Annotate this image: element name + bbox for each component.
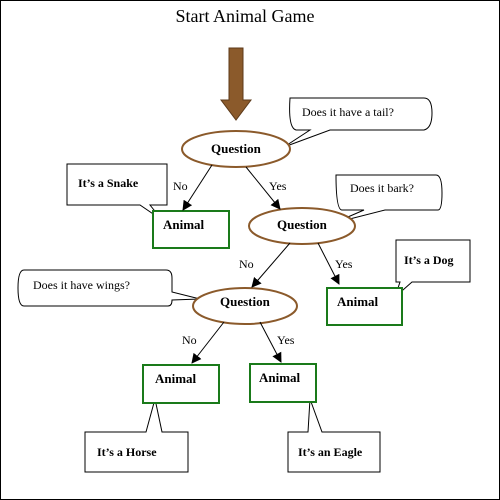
answer-bubble-dog: [393, 239, 471, 299]
edge-label-q3-yes: Yes: [277, 333, 295, 347]
question-label-3: Question: [220, 294, 270, 309]
edge-q3-yes: [259, 321, 282, 363]
animal-label-snake: Animal: [163, 217, 205, 232]
question-label-2: Question: [277, 217, 327, 232]
callout-bubble-bark: [333, 174, 443, 224]
question-node-3: [192, 287, 298, 325]
start-arrow: [220, 47, 252, 121]
animal-node-snake: [152, 210, 230, 249]
animal-node-dog: [326, 287, 403, 326]
edge-label-q1-no: No: [173, 179, 188, 193]
edge-label-q3-no: No: [182, 333, 197, 347]
animal-label-eagle: Animal: [259, 370, 301, 385]
callout-text-wings: Does it have wings?: [33, 278, 130, 292]
animal-label-horse: Animal: [155, 371, 197, 386]
edge-q1-no: [182, 164, 213, 211]
question-node-1: [181, 130, 291, 168]
question-label-1: Question: [211, 141, 261, 156]
answer-text-snake: It’s a Snake: [78, 176, 139, 190]
animal-label-dog: Animal: [337, 294, 379, 309]
callout-bubble-tail: [283, 97, 433, 148]
edge-label-q2-no: No: [239, 257, 254, 271]
answer-bubble-horse: [84, 398, 189, 473]
animal-node-horse: [142, 364, 220, 404]
edge-q2-no: [251, 242, 291, 288]
answer-text-dog: It’s a Dog: [404, 253, 454, 267]
callout-text-tail: Does it have a tail?: [302, 105, 394, 119]
diagram-title: Start Animal Game: [175, 6, 315, 26]
answer-text-eagle: It’s an Eagle: [298, 445, 363, 459]
edge-q2-yes: [317, 242, 340, 285]
question-node-2: [248, 207, 356, 245]
edge-q3-no: [191, 321, 225, 364]
callout-bubble-wings: [17, 269, 201, 307]
callout-text-bark: Does it bark?: [350, 181, 414, 195]
answer-text-horse: It’s a Horse: [97, 445, 157, 459]
edge-label-q2-yes: Yes: [335, 257, 353, 271]
animal-node-eagle: [249, 363, 317, 403]
edge-label-q1-yes: Yes: [269, 179, 287, 193]
answer-bubble-eagle: [287, 398, 381, 473]
edge-q1-yes: [245, 166, 281, 210]
